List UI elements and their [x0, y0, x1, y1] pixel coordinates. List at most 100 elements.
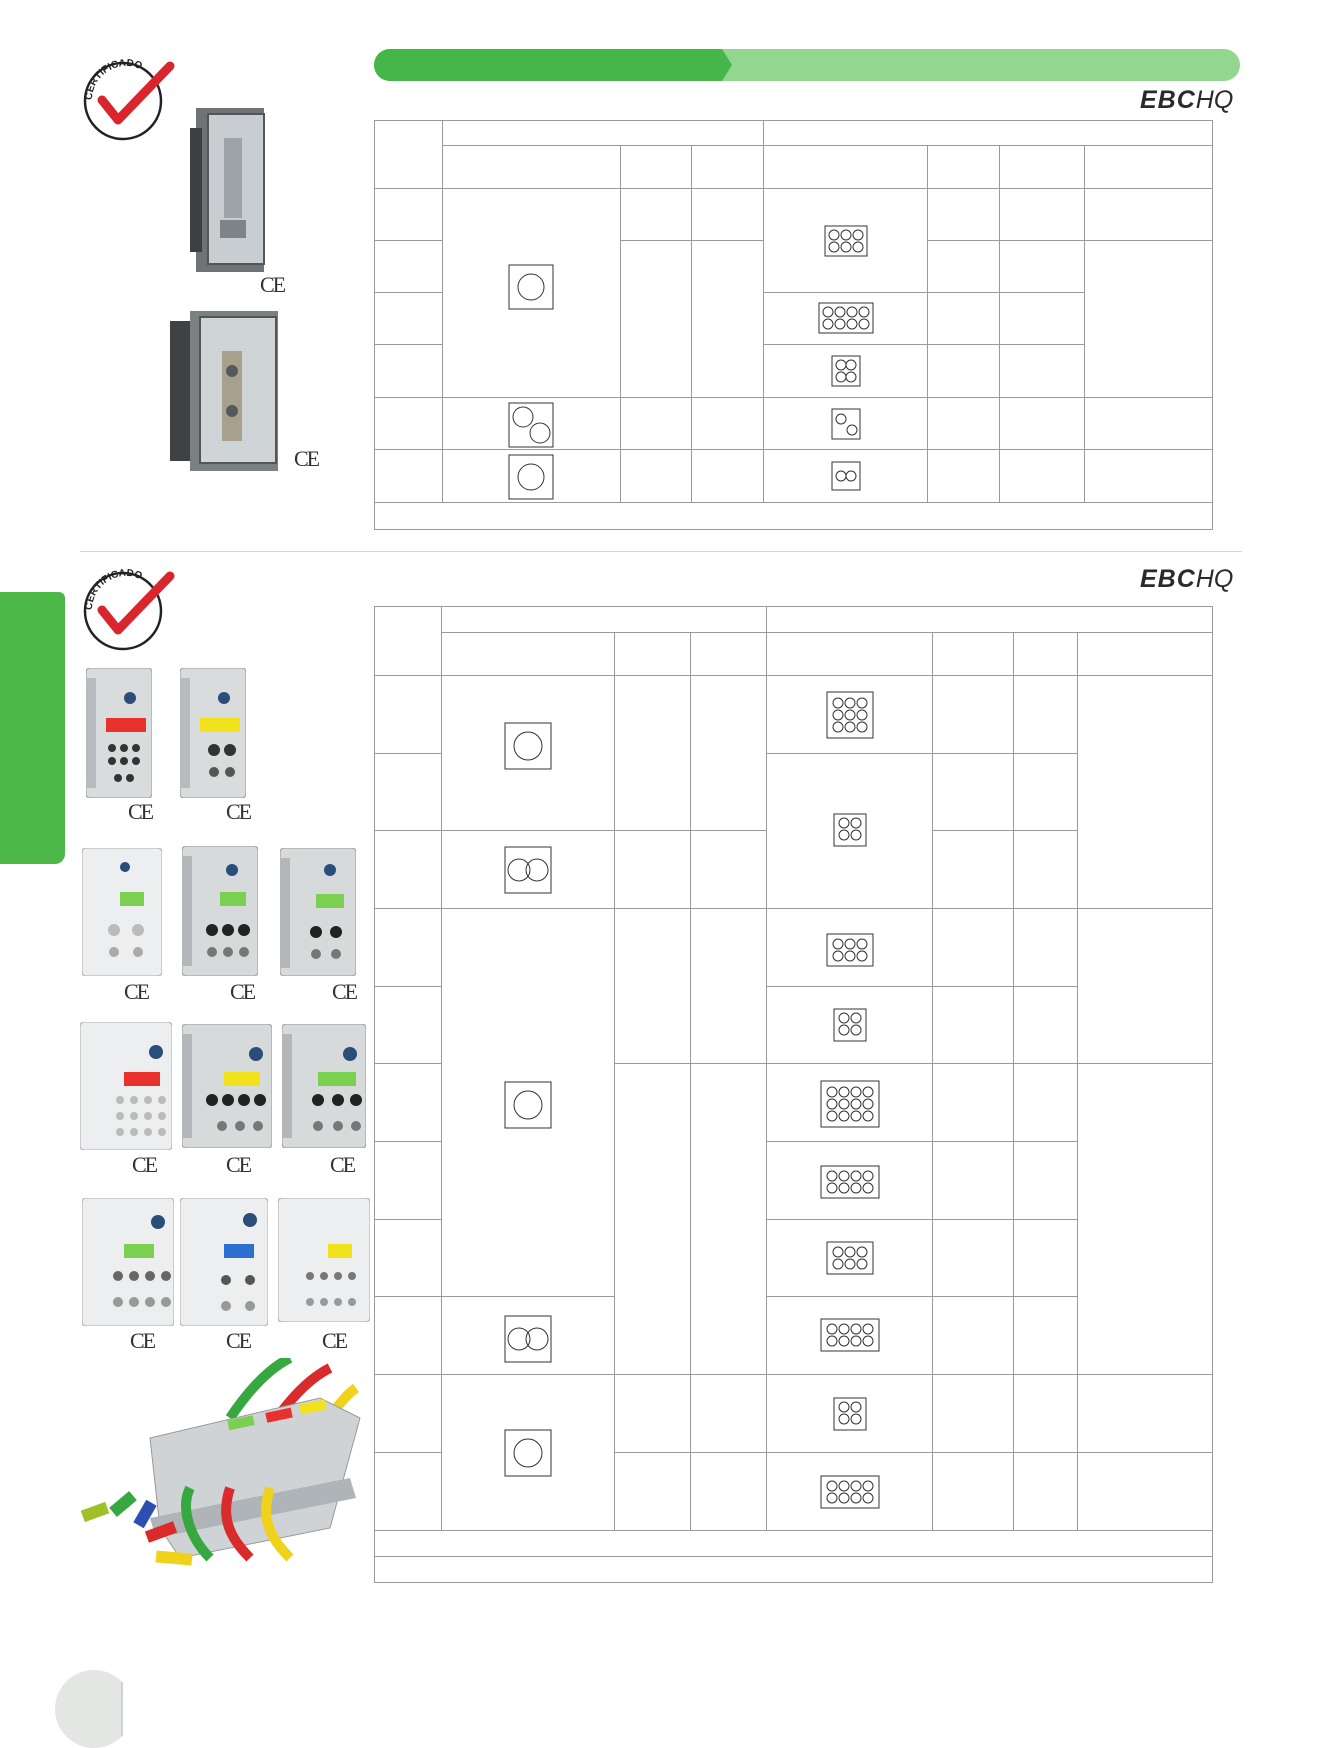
table-subheader: [927, 145, 1000, 189]
ce-mark: CE: [132, 1152, 158, 1177]
table-cell: [927, 292, 1000, 345]
table-cell: [932, 753, 1014, 831]
table-cell: [932, 830, 1014, 909]
table-cell: [614, 1374, 691, 1453]
table-cell: [691, 188, 764, 241]
table-subheader: [690, 632, 767, 676]
holes-4x3-icon: [820, 1080, 880, 1128]
table-row: [374, 1219, 442, 1297]
table-row: [374, 1452, 442, 1531]
table-cell: [620, 240, 692, 398]
product-image-green-multipole: [282, 1024, 366, 1148]
product-image-blue-block: [180, 1198, 268, 1326]
table-cell: [614, 830, 691, 909]
table-row: [374, 830, 442, 909]
holes-2-offset-icon: [831, 408, 861, 440]
table-cell: [932, 1296, 1014, 1375]
table-cell: [927, 188, 1000, 241]
table-cell: [691, 240, 764, 398]
table-cell: [1013, 675, 1078, 754]
table-row: [374, 397, 443, 450]
table-row: [374, 240, 443, 293]
table-cell: [999, 449, 1085, 503]
table-row: [374, 753, 442, 831]
holes-2x2-icon: [833, 1397, 867, 1431]
single-circle-icon: [504, 1081, 552, 1129]
ce-mark: CE: [294, 446, 320, 471]
two-circles-icon: [504, 1315, 552, 1363]
table-cell: [932, 908, 1014, 987]
table-subheader: [999, 145, 1085, 189]
table-row: [374, 1141, 442, 1220]
table-cell: [1013, 986, 1078, 1064]
table-row: [374, 1063, 442, 1142]
table-cell: [932, 1141, 1014, 1220]
table-subheader: [763, 145, 928, 189]
table-cell: [932, 675, 1014, 754]
certified-badge-top: CERTIFICADO: [78, 56, 178, 142]
table-cell: [1013, 1063, 1078, 1142]
product-image-yellow-multipole: [182, 1024, 272, 1148]
product-image-din-rail-assembly: [80, 1358, 364, 1574]
certified-badge-middle: CERTIFICADO: [78, 566, 178, 652]
table-cell: [620, 188, 692, 241]
holes-4x2-icon: [820, 1475, 880, 1509]
product-image-green-block-1: [82, 848, 162, 976]
table-row: [374, 1374, 442, 1453]
table-row: [374, 188, 443, 241]
side-tab: [0, 592, 65, 864]
ce-mark: CE: [130, 1328, 156, 1353]
table-subheader: [932, 632, 1014, 676]
single-circle-icon: [504, 1429, 552, 1477]
header-bar-dark: [374, 49, 732, 81]
table-cell: [691, 449, 764, 503]
table-header: [442, 120, 764, 146]
table-cell: [690, 1063, 767, 1375]
product-image-red-block: [86, 668, 152, 798]
table-cell: [614, 1063, 691, 1375]
section-divider: [80, 551, 1242, 552]
table-cell: [1013, 908, 1078, 987]
product-image-red-multipole: [80, 1022, 172, 1150]
table-cell: [614, 908, 691, 1064]
table-cell: [999, 292, 1085, 345]
page-circle-shade: [121, 1670, 133, 1748]
table-subheader: [1013, 632, 1078, 676]
table-cell: [932, 1063, 1014, 1142]
table-cell: [1013, 1374, 1078, 1453]
table-cell: [927, 344, 1000, 398]
table-cell: [932, 986, 1014, 1064]
table-cell: [999, 397, 1085, 450]
table-cell: [1084, 397, 1213, 450]
ce-mark: CE: [226, 1328, 252, 1353]
table-cell: [1013, 1296, 1078, 1375]
table-cell: [932, 1219, 1014, 1297]
table-cell: [690, 830, 767, 909]
header-arrow-icon: [722, 49, 732, 81]
ce-mark: CE: [260, 272, 286, 297]
holes-2x1-icon: [831, 461, 861, 491]
table-cell: [620, 397, 692, 450]
table-cell: [690, 1452, 767, 1531]
table-cell: [932, 1452, 1014, 1531]
page-number-circle: [55, 1670, 133, 1748]
table-row: [374, 986, 442, 1064]
table-header: [763, 120, 1213, 146]
table-cell: [691, 397, 764, 450]
table-cell: [999, 240, 1085, 293]
holes-4x2-icon: [818, 302, 874, 334]
holes-2x3-icon: [833, 813, 867, 847]
table-header: [766, 606, 1213, 633]
table-row: [374, 675, 442, 754]
single-circle-icon: [508, 264, 554, 310]
table-subheader: [441, 632, 615, 676]
table-cell: [1077, 908, 1213, 1064]
holes-4x2-icon: [820, 1318, 880, 1352]
product-image-green-block-2: [182, 846, 258, 976]
table-cell: [927, 240, 1000, 293]
table-cell: [614, 675, 691, 831]
table-cell: [1077, 675, 1213, 909]
holes-2x2-icon: [831, 355, 861, 387]
table-cell: [999, 344, 1085, 398]
table-row: [374, 292, 443, 345]
